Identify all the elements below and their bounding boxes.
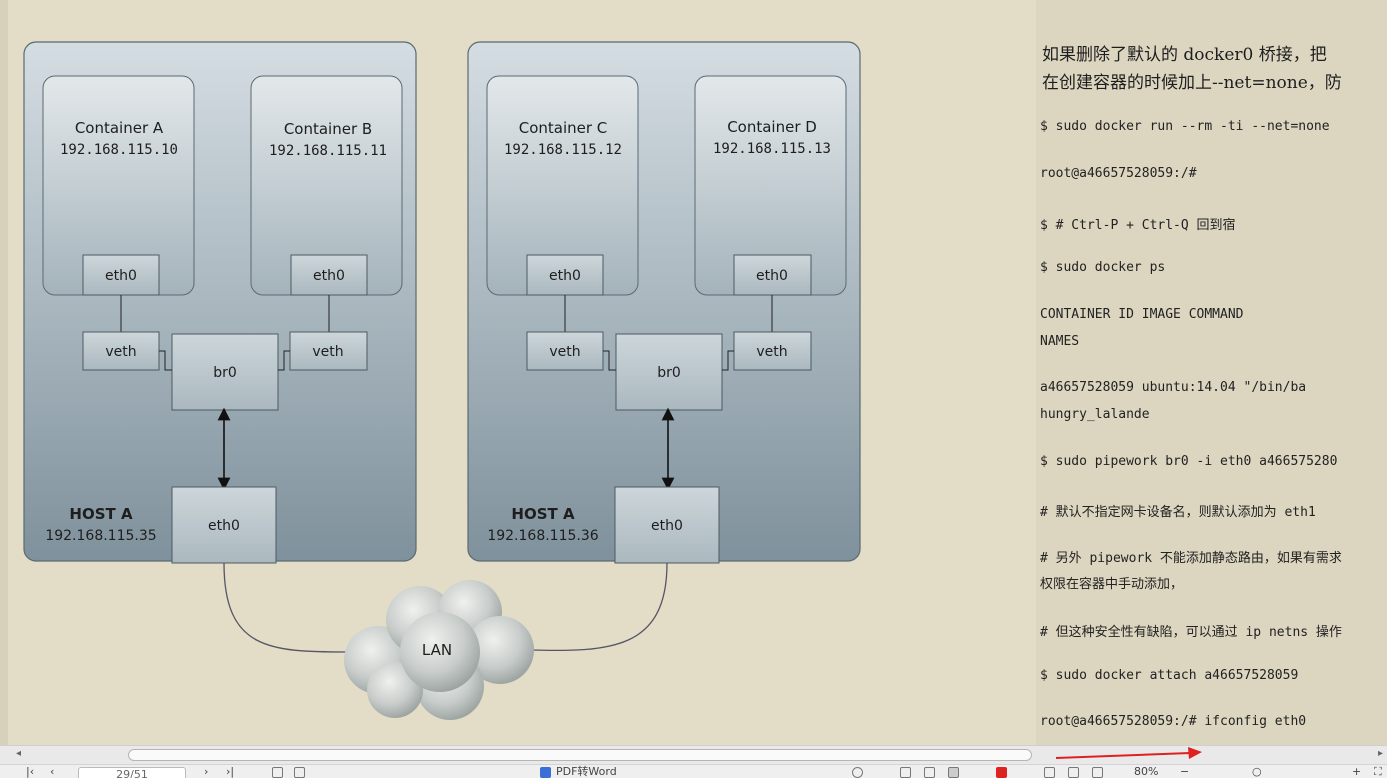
- page-view-icon[interactable]: [294, 767, 305, 778]
- eth0-b-label: eth0: [313, 268, 345, 284]
- zoom-slider-handle-icon[interactable]: ○: [1252, 765, 1262, 778]
- veth-d-box: [733, 331, 812, 371]
- host-label: HOST A: [511, 505, 575, 523]
- first-page-icon[interactable]: |‹: [26, 765, 35, 778]
- eth0-c-box: [526, 254, 604, 296]
- code-line: $ # Ctrl-P + Ctrl-Q 回到宿: [1040, 218, 1236, 233]
- play-icon[interactable]: [996, 767, 1007, 778]
- code-line: # 但这种安全性有缺陷，可以通过 ip netns 操作: [1040, 625, 1342, 640]
- host-b-group: Container C 192.168.115.12 Container D 1…: [467, 41, 861, 564]
- zoom-out-icon[interactable]: −: [1180, 765, 1190, 778]
- zoom-in-icon[interactable]: +: [1352, 765, 1362, 778]
- page-number-input[interactable]: 29/51: [78, 767, 186, 778]
- code-line: hungry_lalande: [1040, 407, 1150, 422]
- code-line: # 另外 pipework 不能添加静态路由，如果有需求: [1040, 551, 1342, 566]
- veth-c-box: [526, 331, 604, 371]
- veth-a-label: veth: [105, 344, 136, 360]
- eth0-d-label: eth0: [756, 268, 788, 284]
- host-label: HOST A: [69, 505, 133, 523]
- page-total: 51: [133, 768, 148, 778]
- page-view-icon[interactable]: [272, 767, 283, 778]
- host-eth0-box: [171, 486, 277, 564]
- fullscreen-icon[interactable]: ⛶: [1374, 765, 1382, 778]
- left-gutter: [0, 0, 8, 745]
- eth0-d-box: [733, 254, 812, 296]
- code-line: CONTAINER ID IMAGE COMMAND: [1040, 307, 1244, 322]
- last-page-icon[interactable]: ›|: [226, 765, 235, 778]
- lan-cloud-icon: [344, 580, 534, 720]
- veth-a-box: [82, 331, 160, 371]
- host-a-group: Container A 192.168.115.10 Container B 1…: [23, 41, 417, 564]
- host-eth0-label: eth0: [208, 518, 240, 534]
- continuous-page-icon[interactable]: [924, 767, 935, 778]
- page-current: 29: [116, 768, 131, 778]
- prev-page-icon[interactable]: ‹: [50, 765, 55, 778]
- link-veth-br0-a: [159, 350, 172, 371]
- lan-cable-host-a: [223, 562, 349, 653]
- lan-cable-host-b: [529, 562, 668, 652]
- link-veth-br0-b: [278, 350, 290, 371]
- link-veth-br0-c: [603, 350, 616, 371]
- br0-box: [615, 333, 723, 411]
- code-line: $ sudo docker attach a46657528059: [1040, 668, 1299, 683]
- br0-label: br0: [657, 365, 681, 381]
- container-b-name: Container B: [284, 120, 372, 138]
- veth-c-label: veth: [549, 344, 580, 360]
- link-veth-br0-d: [722, 350, 734, 371]
- code-line: # 默认不指定网卡设备名，则默认添加为 eth1: [1040, 505, 1316, 520]
- br0-label: br0: [213, 365, 237, 381]
- brightness-icon[interactable]: [852, 767, 863, 778]
- host-ip: 192.168.115.35: [45, 528, 156, 544]
- code-line: 权限在容器中手动添加，: [1040, 577, 1184, 592]
- container-d-name: Container D: [727, 118, 817, 136]
- lan-label: LAN: [422, 641, 452, 659]
- container-b-ip: 192.168.115.11: [269, 143, 387, 159]
- paragraph-line: 在创建容器的时候加上--net=none，防: [1042, 73, 1342, 93]
- host-ip: 192.168.115.36: [487, 528, 598, 544]
- horizontal-scrollbar[interactable]: ◂ ▸: [0, 745, 1387, 764]
- pdf-to-word-button[interactable]: PDF转Word: [556, 765, 617, 778]
- br0-box: [171, 333, 279, 411]
- eth0-a-label: eth0: [105, 268, 137, 284]
- zoom-level[interactable]: 80%: [1134, 765, 1159, 778]
- container-c-name: Container C: [519, 119, 608, 137]
- eth0-a-box: [82, 254, 160, 296]
- host-eth0-box: [614, 486, 720, 564]
- eth0-c-label: eth0: [549, 268, 581, 284]
- veth-d-label: veth: [756, 344, 787, 360]
- scroll-right-icon[interactable]: ▸: [1378, 748, 1384, 759]
- red-arrow-icon: [1055, 747, 1202, 759]
- container-a-name: Container A: [75, 119, 164, 137]
- next-page-icon[interactable]: ›: [204, 765, 209, 778]
- container-c-ip: 192.168.115.12: [504, 142, 622, 158]
- code-line: $ sudo docker run --rm -ti --net=none: [1040, 119, 1330, 134]
- single-page-icon[interactable]: [900, 767, 911, 778]
- two-page-icon[interactable]: [948, 767, 959, 778]
- scrollbar-thumb[interactable]: [128, 749, 1032, 761]
- container-a-ip: 192.168.115.10: [60, 142, 178, 158]
- veth-b-label: veth: [312, 344, 343, 360]
- code-line: root@a46657528059:/#: [1040, 166, 1197, 181]
- document-view: LAN Container A 192.168.115.10 Container…: [0, 0, 1387, 745]
- veth-b-box: [289, 331, 368, 371]
- code-line: $ sudo docker ps: [1040, 260, 1166, 275]
- actual-size-icon[interactable]: [1092, 767, 1103, 778]
- fit-page-icon[interactable]: [1068, 767, 1079, 778]
- scroll-left-icon[interactable]: ◂: [16, 748, 22, 759]
- status-bar: |‹ ‹ 29/51 › ›| PDF转Word 80% − ○ + ⛶: [0, 764, 1387, 778]
- docker-network-diagram: LAN Container A 192.168.115.10 Container…: [23, 41, 861, 720]
- code-line: $ sudo pipework br0 -i eth0 a466575280: [1040, 454, 1338, 469]
- eth0-b-box: [290, 254, 368, 296]
- host-eth0-label: eth0: [651, 518, 683, 534]
- fit-width-icon[interactable]: [1044, 767, 1055, 778]
- code-line: NAMES: [1040, 334, 1080, 349]
- word-icon: [540, 767, 551, 778]
- document-text-panel: 如果删除了默认的 docker0 桥接，把 在创建容器的时候加上--net=no…: [1036, 0, 1387, 745]
- paragraph-line: 如果删除了默认的 docker0 桥接，把: [1042, 45, 1327, 65]
- code-line: root@a46657528059:/# ifconfig eth0: [1040, 714, 1307, 729]
- container-d-ip: 192.168.115.13: [713, 141, 831, 157]
- code-line: a46657528059 ubuntu:14.04 "/bin/ba: [1040, 380, 1307, 395]
